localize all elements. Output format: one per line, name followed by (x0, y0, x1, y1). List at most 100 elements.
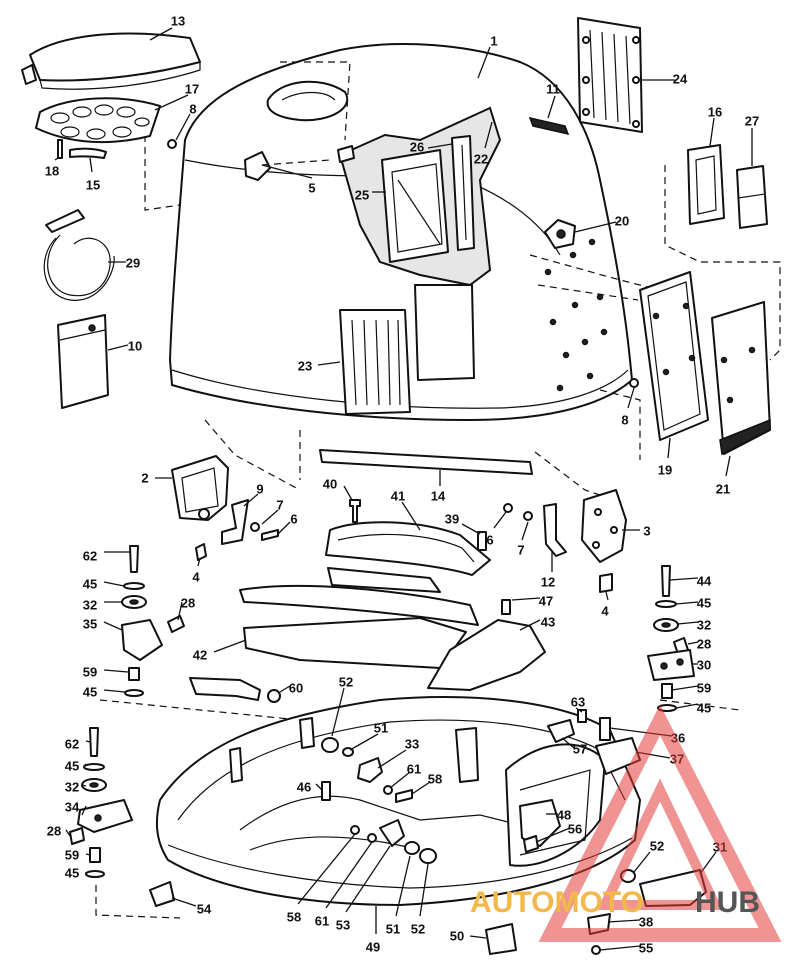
callout-14: 14 (431, 488, 446, 503)
callout-48: 48 (557, 807, 571, 822)
latch-bracket-2 (171, 455, 229, 521)
callout-34: 34 (65, 799, 80, 814)
clip-54 (149, 881, 175, 907)
document-pouch (57, 314, 109, 409)
screw-8-top (167, 139, 177, 149)
decal-21 (711, 301, 771, 456)
callout-19: 19 (658, 462, 672, 477)
callout-63: 63 (571, 694, 585, 709)
callout-17: 17 (185, 81, 199, 96)
callout-51: 51 (386, 921, 400, 936)
plate-43 (427, 619, 546, 691)
callout-9: 9 (256, 481, 263, 496)
callout-55: 55 (639, 940, 653, 955)
callout-53: 53 (336, 917, 350, 932)
leader-lines (54, 27, 753, 951)
callout-45: 45 (697, 595, 711, 610)
bracket-33 (357, 757, 383, 783)
callout-49: 49 (366, 939, 380, 954)
callout-30: 30 (697, 657, 711, 672)
callout-29: 29 (126, 255, 140, 270)
mount-stack-left-upper (121, 543, 207, 697)
bracket-12 (543, 503, 567, 557)
callout-52: 52 (339, 674, 353, 689)
side-panel-19 (639, 271, 709, 441)
callout-6: 6 (290, 511, 297, 526)
callout-62: 62 (65, 736, 79, 751)
callout-44: 44 (697, 573, 712, 588)
callout-21: 21 (716, 481, 730, 496)
callout-2: 2 (141, 470, 148, 485)
callout-46: 46 (297, 779, 311, 794)
callout-45: 45 (83, 576, 97, 591)
callout-47: 47 (539, 593, 553, 608)
engine-cover-hood (169, 43, 633, 421)
callout-59: 59 (65, 847, 79, 862)
callout-7: 7 (276, 497, 283, 512)
intake-gasket (35, 97, 161, 144)
callout-22: 22 (474, 151, 488, 166)
callout-18: 18 (45, 163, 59, 178)
callout-60: 60 (289, 680, 303, 695)
intake-silencer-cover (21, 32, 201, 90)
automotohub-watermark: AUTOMOTO HUB (470, 704, 782, 942)
screw-18 (57, 139, 63, 159)
callout-7: 7 (517, 542, 524, 557)
watermark-triangle-icon (538, 704, 782, 942)
callout-52: 52 (411, 921, 425, 936)
callout-23: 23 (298, 358, 312, 373)
frame-16 (687, 144, 725, 225)
callout-43: 43 (541, 614, 555, 629)
callout-33: 33 (405, 736, 419, 751)
callout-10: 10 (128, 338, 142, 353)
callout-51: 51 (374, 720, 388, 735)
callout-16: 16 (708, 104, 722, 119)
fitting-57 (547, 719, 575, 743)
callout-8: 8 (189, 101, 196, 116)
callout-26: 26 (410, 139, 424, 154)
latch-50 (485, 923, 517, 955)
callout-13: 13 (171, 13, 185, 28)
watermark-text-b: HUB (695, 886, 760, 919)
callout-57: 57 (573, 741, 587, 756)
bracket-53 (379, 819, 405, 847)
callout-59: 59 (697, 680, 711, 695)
callout-28: 28 (181, 595, 195, 610)
seal-frame-41 (325, 521, 491, 593)
rear-grille-24 (577, 17, 643, 133)
seal-strip-14 (319, 449, 533, 475)
callout-20: 20 (615, 213, 629, 228)
callout-5: 5 (308, 180, 315, 195)
callout-61: 61 (407, 761, 421, 776)
seal-frame-42 (239, 585, 479, 669)
latch-lever-60 (189, 677, 281, 703)
callout-15: 15 (86, 177, 100, 192)
label-27 (736, 165, 768, 229)
callout-1: 1 (490, 33, 497, 48)
callout-45: 45 (65, 865, 79, 880)
mount-stack-left-lower (69, 727, 133, 878)
callout-4: 4 (601, 603, 609, 618)
hose-15 (69, 147, 107, 159)
callout-32: 32 (65, 779, 79, 794)
callout-40: 40 (323, 476, 337, 491)
callout-28: 28 (47, 823, 61, 838)
callout-12: 12 (541, 574, 555, 589)
callout-6: 6 (486, 532, 493, 547)
callout-52: 52 (650, 838, 664, 853)
bracket-9 (221, 499, 249, 545)
callout-4: 4 (192, 569, 200, 584)
grommet-52 (321, 737, 339, 753)
callout-56: 56 (568, 821, 582, 836)
callout-45: 45 (83, 684, 97, 699)
callout-28: 28 (697, 636, 711, 651)
callout-24: 24 (673, 71, 688, 86)
watermark-text-a: AUTOMOTO (470, 886, 644, 919)
callout-3: 3 (643, 523, 650, 538)
callout-62: 62 (83, 548, 97, 563)
cable-29 (43, 209, 115, 301)
callout-39: 39 (445, 511, 459, 526)
callout-41: 41 (391, 488, 405, 503)
